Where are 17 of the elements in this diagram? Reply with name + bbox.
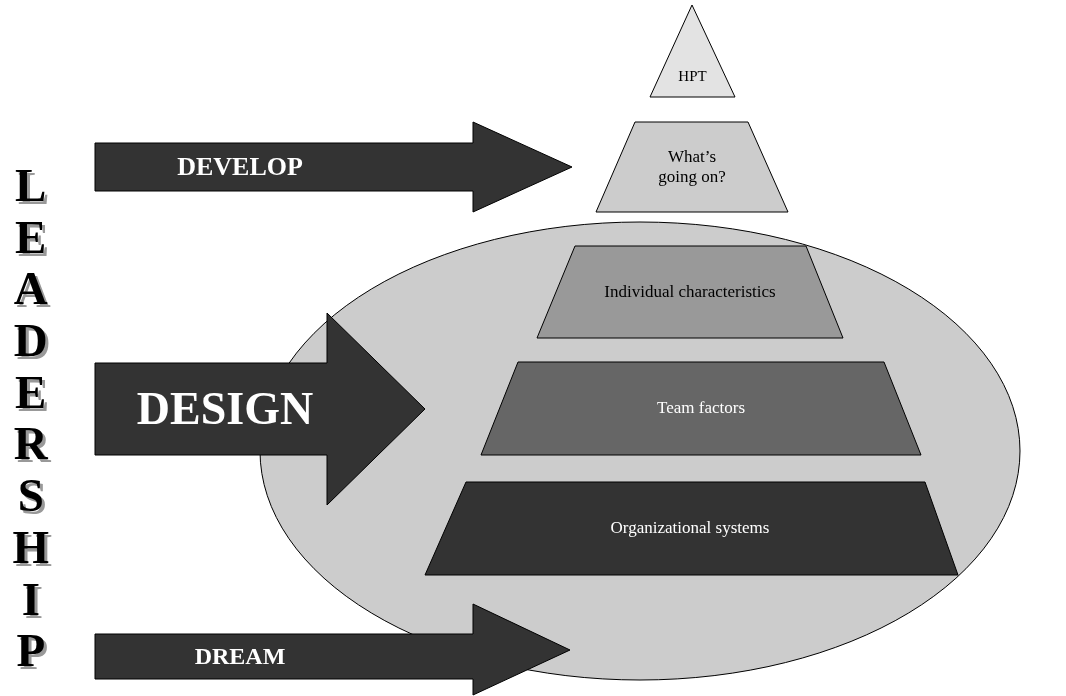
vertical-title: LEADERSHIP bbox=[12, 160, 50, 677]
node-label: HPT bbox=[678, 68, 707, 86]
node-label: DEVELOP bbox=[177, 152, 303, 182]
node-label: Individual characteristics bbox=[604, 282, 776, 302]
node-label: DREAM bbox=[194, 642, 286, 671]
trapezoid-shape bbox=[596, 122, 788, 212]
triangle-shape bbox=[650, 5, 735, 97]
node-label: Organizational systems bbox=[610, 518, 770, 538]
block-arrow bbox=[95, 604, 570, 695]
node-label: DESIGN bbox=[136, 382, 314, 436]
block-arrow bbox=[95, 122, 572, 212]
node-label: Team factors bbox=[657, 398, 745, 418]
trapezoid-shape bbox=[481, 362, 921, 455]
node-label: What’s going on? bbox=[657, 147, 727, 187]
block-arrow bbox=[95, 313, 425, 505]
trapezoid-shape bbox=[425, 482, 958, 575]
trapezoid-shape bbox=[537, 246, 843, 338]
